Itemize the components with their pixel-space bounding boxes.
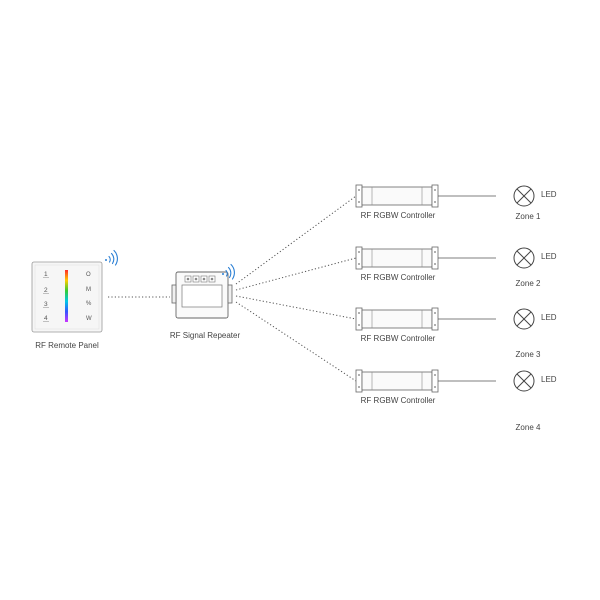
zone-number-3: 3 [44, 301, 48, 308]
rf-link-zone-3 [235, 295, 357, 320]
remote-panel-label: RF Remote Panel [35, 341, 99, 350]
rf-link-zone-1 [235, 195, 357, 285]
controller-label-4: RF RGBW Controller [360, 396, 436, 405]
controller-label-3: RF RGBW Controller [360, 334, 436, 343]
remote-panel: 1 2 3 4 O M % W [31, 249, 118, 333]
zone-number-2: 2 [44, 287, 48, 294]
led-lamp-icon [513, 370, 535, 392]
rf-links-fanout [235, 195, 357, 382]
controller-1 [355, 184, 535, 208]
led-label-3: LED [541, 313, 557, 322]
rf-link-zone-2 [235, 257, 357, 291]
led-label-4: LED [541, 375, 557, 384]
zone-label-2: Zone 2 [515, 279, 541, 288]
led-lamp-icon [513, 247, 535, 269]
zone-label-3: Zone 3 [515, 350, 541, 359]
zone-number-1: 1 [44, 271, 48, 278]
controller-label-2: RF RGBW Controller [360, 273, 436, 282]
color-wheel-slider [65, 270, 68, 322]
rf-link-zone-4 [235, 301, 357, 382]
led-label-1: LED [541, 190, 557, 199]
repeater-label: RF Signal Repeater [169, 331, 241, 340]
zone-number-4: 4 [44, 315, 48, 322]
white-key: W [86, 316, 92, 322]
controller-3 [355, 307, 535, 331]
controller-2 [355, 246, 535, 270]
speed-key: % [86, 301, 92, 307]
zone-label-4: Zone 4 [515, 423, 541, 432]
on-off-key: O [86, 272, 91, 278]
led-lamp-icon [513, 308, 535, 330]
zone-label-1: Zone 1 [515, 212, 541, 221]
mode-key: M [86, 287, 91, 293]
wifi-icon [105, 249, 118, 266]
controller-label-1: RF RGBW Controller [360, 211, 436, 220]
led-lamp-icon [513, 185, 535, 207]
signal-repeater [171, 263, 235, 319]
zone-number-list: 1 2 3 4 [44, 271, 48, 322]
controller-4 [355, 369, 535, 393]
terminal-screws [186, 277, 214, 281]
right-key-list: O M % W [86, 272, 92, 322]
wifi-icon [222, 263, 235, 280]
led-label-2: LED [541, 252, 557, 261]
